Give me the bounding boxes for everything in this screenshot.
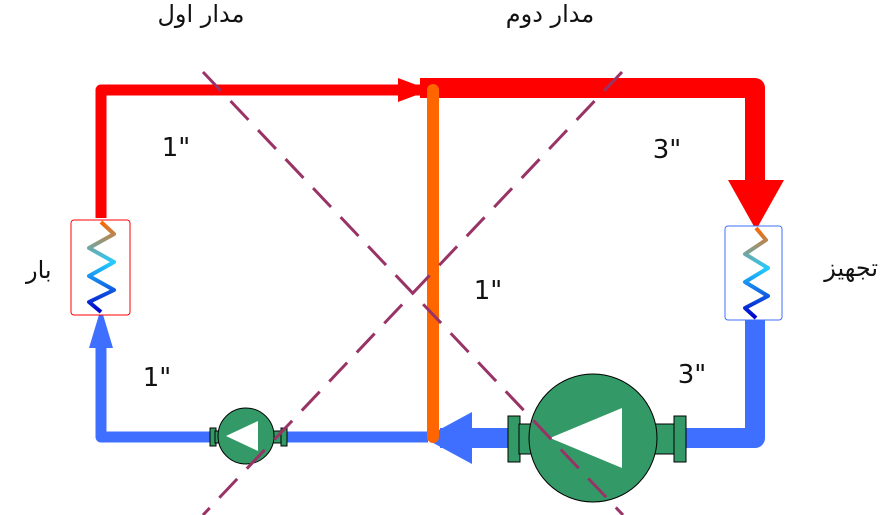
load-label: بار bbox=[25, 256, 52, 284]
primary-return-arrow bbox=[89, 308, 113, 348]
secondary-flow-arrow bbox=[728, 180, 784, 230]
primary-flow-arrow bbox=[398, 78, 430, 102]
primary-pump-direction-icon bbox=[226, 421, 258, 451]
primary-pump bbox=[209, 407, 288, 465]
primary-supply-pipe bbox=[95, 84, 425, 218]
secondary-pump bbox=[507, 373, 687, 503]
secondary-circuit-label: مدار دوم bbox=[506, 0, 594, 28]
equipment-exchanger-box bbox=[724, 225, 783, 321]
primary-circuit-label: مدار اول bbox=[157, 0, 244, 28]
bridge-size: 1" bbox=[474, 276, 503, 306]
cross-line-secondary bbox=[201, 70, 624, 515]
primary-return-size: 1" bbox=[143, 363, 172, 393]
load-coil bbox=[87, 220, 116, 314]
primary-supply-size: 1" bbox=[162, 133, 191, 163]
equipment-label: تجهیز bbox=[823, 254, 878, 282]
secondary-return-size: 3" bbox=[678, 360, 707, 390]
secondary-supply-size: 3" bbox=[653, 135, 682, 165]
secondary-supply-pipe bbox=[420, 78, 765, 185]
secondary-return-arrow bbox=[424, 412, 472, 464]
primary-return-pipe bbox=[95, 330, 428, 443]
secondary-pump-direction-icon bbox=[550, 408, 622, 468]
equipment-coil bbox=[743, 226, 770, 320]
